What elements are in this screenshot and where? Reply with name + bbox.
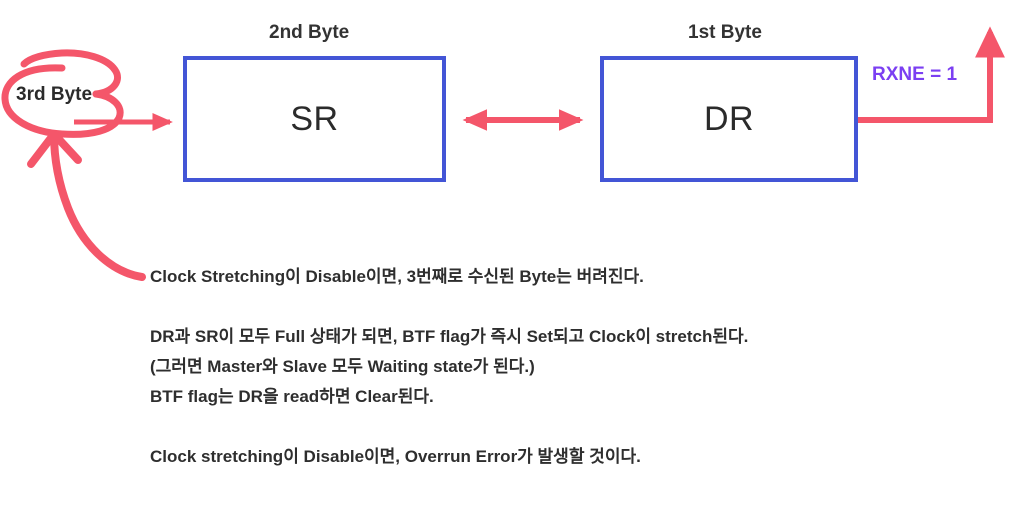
notes-block: Clock Stretching이 Disable이면, 3번째로 수신된 By…: [150, 262, 990, 472]
register-box-dr: DR: [600, 56, 858, 182]
note-line: DR과 SR이 모두 Full 상태가 되면, BTF flag가 즉시 Set…: [150, 327, 749, 346]
annotation-third-byte: 3rd Byte: [16, 84, 93, 105]
note-group-btf-flag: DR과 SR이 모두 Full 상태가 되면, BTF flag가 즉시 Set…: [150, 322, 990, 412]
annotation-rxne-flag: RXNE = 1: [872, 64, 958, 85]
register-box-sr: SR: [183, 56, 446, 182]
register-label-sr: SR: [290, 99, 339, 138]
note-line: (그러면 Master와 Slave 모두 Waiting state가 된다.…: [150, 357, 535, 376]
register-label-dr: DR: [703, 99, 755, 138]
note-line: Clock Stretching이 Disable이면, 3번째로 수신된 By…: [150, 267, 644, 286]
note-line: BTF flag는 DR을 read하면 Clear된다.: [150, 387, 434, 406]
handdrawn-curved-arrow-to-third-byte: [27, 130, 146, 281]
note-group-overrun-error: Clock stretching이 Disable이면, Overrun Err…: [150, 442, 990, 472]
note-group-clock-stretching: Clock Stretching이 Disable이면, 3번째로 수신된 By…: [150, 262, 990, 292]
caption-1st-byte: 1st Byte: [688, 22, 762, 43]
caption-2nd-byte: 2nd Byte: [269, 22, 350, 43]
note-line: Clock stretching이 Disable이면, Overrun Err…: [150, 447, 641, 466]
